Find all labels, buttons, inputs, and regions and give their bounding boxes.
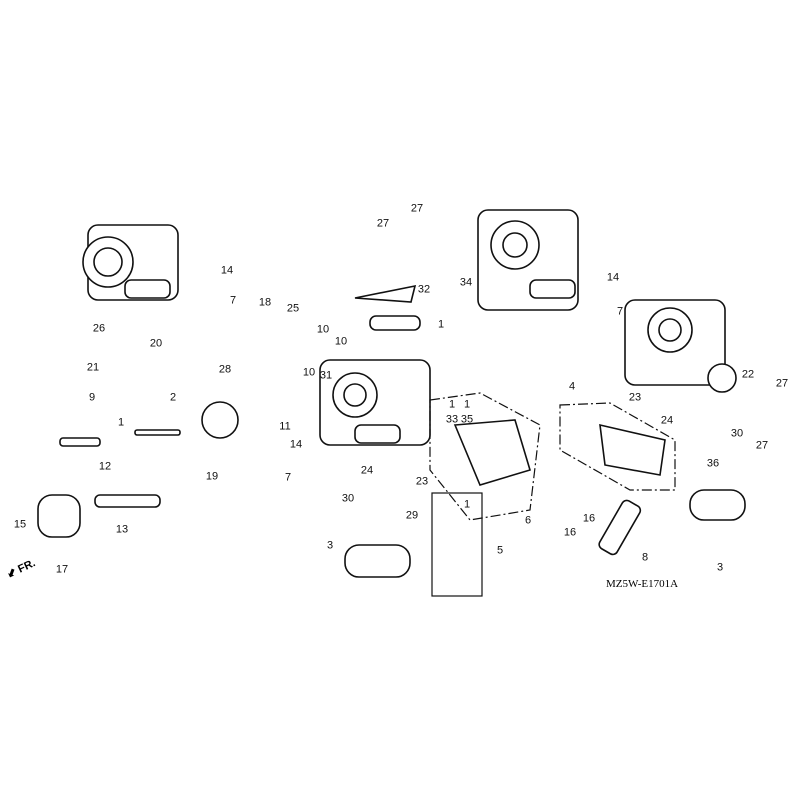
callout: 7 — [284, 471, 292, 484]
callout: 11 — [279, 420, 291, 433]
callout: 7 — [229, 294, 237, 307]
callout: 9 — [88, 391, 96, 404]
o-ring — [369, 315, 421, 331]
callout: 34 — [459, 276, 473, 289]
callout: 1 — [448, 398, 456, 411]
float-chamber-gasket — [453, 419, 531, 486]
callout: 5 — [496, 544, 504, 557]
callout: 7 — [616, 305, 624, 318]
callout: 10 — [316, 323, 330, 336]
callout: 16 — [563, 526, 577, 539]
shaft — [59, 437, 101, 447]
callout: 23 — [628, 391, 642, 404]
callout: 25 — [286, 302, 300, 315]
callout: 16 — [582, 512, 596, 525]
callout: 27 — [755, 439, 769, 452]
callout: 27 — [775, 377, 789, 390]
callout: 27 — [376, 217, 390, 230]
callout: 1 — [463, 398, 471, 411]
callout: 1 — [117, 416, 125, 429]
callout: 30 — [341, 492, 355, 505]
callout: 27 — [410, 202, 424, 215]
callout: 6 — [524, 514, 532, 527]
callout: 10 — [302, 366, 316, 379]
screw — [134, 429, 181, 436]
carburetor-top-left — [82, 224, 179, 301]
callout: 10 — [334, 335, 348, 348]
callout: 26 — [92, 322, 106, 335]
callout: 31 — [319, 369, 333, 382]
carburetor-top-center — [477, 209, 579, 311]
callout: 12 — [98, 460, 112, 473]
callout: 4 — [568, 380, 576, 393]
callout: 14 — [606, 271, 620, 284]
callout: 13 — [115, 523, 129, 536]
callout: 15 — [13, 518, 27, 531]
callout: 30 — [730, 427, 744, 440]
carburetor-center — [319, 359, 431, 446]
callout: 2 — [169, 391, 177, 404]
callout: 33 — [445, 413, 459, 426]
callout: 14 — [289, 438, 303, 451]
callout: 36 — [706, 457, 720, 470]
callout: 3 — [716, 561, 724, 574]
callout: 1 — [437, 318, 445, 331]
callout: 20 — [149, 337, 163, 350]
cover — [37, 494, 81, 538]
callout: 24 — [660, 414, 674, 427]
callout: 21 — [86, 361, 100, 374]
callout: 3 — [326, 539, 334, 552]
diagram-code: MZ5W-E1701A — [605, 578, 679, 590]
callout: 14 — [220, 264, 234, 277]
callout: 28 — [218, 363, 232, 376]
callout: 22 — [741, 368, 755, 381]
callout: 8 — [641, 551, 649, 564]
callout: 23 — [415, 475, 429, 488]
callout: 1 — [463, 498, 471, 511]
tube — [598, 499, 642, 556]
spring — [94, 494, 161, 508]
callout: 24 — [360, 464, 374, 477]
callout: 35 — [460, 413, 474, 426]
diaphragm — [201, 401, 239, 439]
callout: 29 — [405, 509, 419, 522]
wire — [354, 284, 417, 303]
callout: 17 — [55, 563, 69, 576]
link-pipe-right — [689, 489, 746, 521]
carburetor-right — [624, 299, 737, 393]
link-pipe-left — [344, 544, 411, 578]
float-chamber — [599, 423, 666, 476]
callout: 19 — [205, 470, 219, 483]
callout: 18 — [258, 296, 272, 309]
callout: 32 — [417, 283, 431, 296]
